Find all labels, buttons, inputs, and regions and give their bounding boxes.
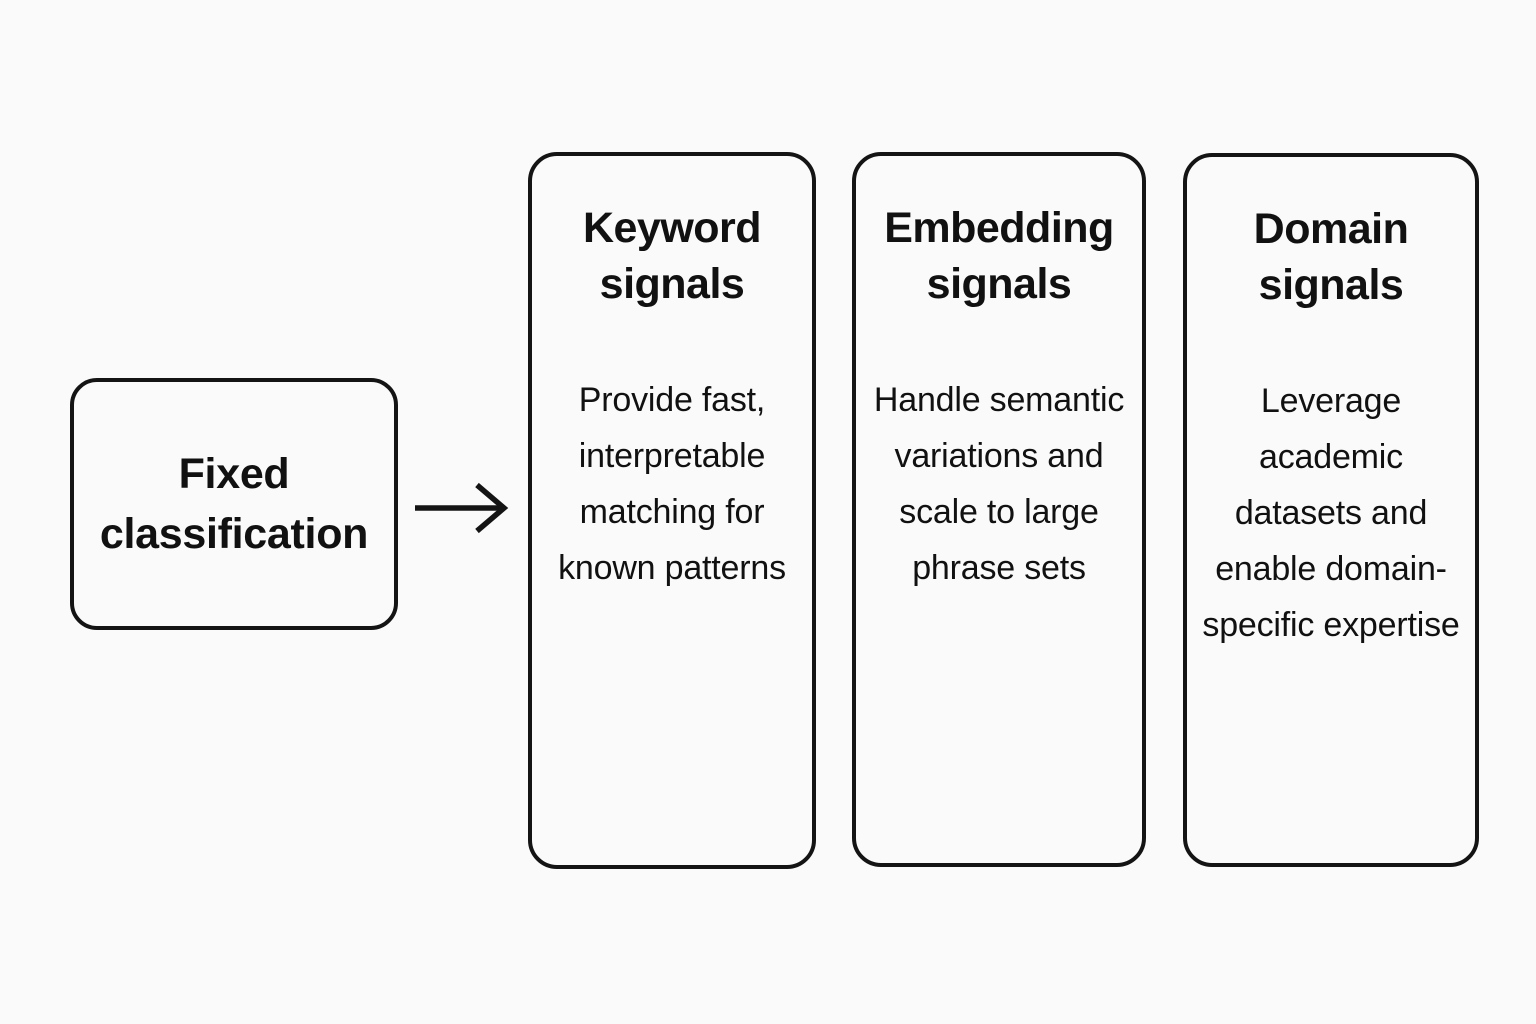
- card-embedding-signals-title: Embedding signals: [884, 204, 1114, 308]
- arrow-right-icon: [408, 470, 518, 550]
- card-domain-signals-body: Leverage academic datasets and enable do…: [1202, 382, 1460, 644]
- node-fixed-classification[interactable]: Fixed classification: [70, 378, 398, 630]
- card-embedding-signals-body: Handle semantic variations and scale to …: [873, 381, 1125, 587]
- card-domain-signals[interactable]: Domain signals Leverage academic dataset…: [1183, 153, 1479, 867]
- card-domain-signals-title: Domain signals: [1253, 205, 1409, 309]
- node-fixed-classification-label: Fixed classification: [99, 450, 369, 558]
- card-keyword-signals[interactable]: Keyword signals Provide fast, interpreta…: [528, 152, 816, 869]
- card-embedding-signals[interactable]: Embedding signals Handle semantic variat…: [852, 152, 1146, 867]
- card-keyword-signals-title: Keyword signals: [582, 204, 762, 308]
- card-keyword-signals-body: Provide fast, interpretable matching for…: [558, 381, 786, 587]
